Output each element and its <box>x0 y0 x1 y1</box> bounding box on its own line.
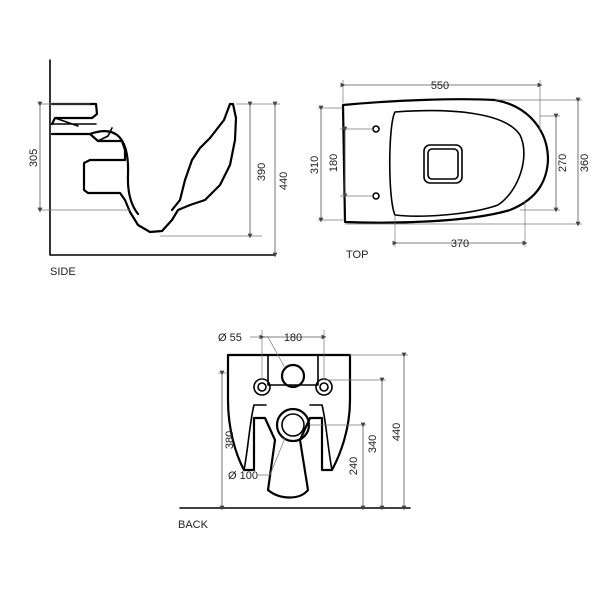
top-dim-370-label: 370 <box>451 238 469 250</box>
back-leader-100 <box>258 437 286 476</box>
side-trap-curve <box>88 130 140 216</box>
back-outlet-100-inner <box>281 413 305 437</box>
back-dim-180-label: 180 <box>284 332 302 344</box>
top-dim-360-label: 360 <box>579 154 591 172</box>
side-dim-305-label: 305 <box>28 149 40 167</box>
top-flush-button-inner <box>427 148 459 180</box>
back-dim-340-label: 340 <box>367 435 379 453</box>
top-dim-180-label: 180 <box>328 154 340 172</box>
top-dim-550-label: 550 <box>431 80 449 92</box>
side-dim-390-label: 390 <box>256 163 268 181</box>
side-dim-440-label: 440 <box>278 172 290 190</box>
back-inlet-55 <box>280 363 306 389</box>
back-fixing-hole-left-inner <box>257 382 267 392</box>
back-fixing-hole-right-inner <box>319 382 329 392</box>
back-view-label: BACK <box>178 519 209 531</box>
side-view-label: SIDE <box>50 266 76 278</box>
back-inner-left <box>243 404 267 471</box>
side-view: 305 390 440 SIDE <box>28 59 290 278</box>
top-flush-button <box>423 144 463 184</box>
side-seat-inner <box>51 117 113 142</box>
top-seat-hole-lower <box>372 192 380 200</box>
back-dim-440-label: 440 <box>391 423 403 441</box>
back-dim-380-label: 380 <box>224 431 236 449</box>
top-view: 550 310 180 270 360 370 TOP <box>309 80 591 261</box>
back-top-inlet-frame <box>267 354 319 386</box>
top-seat-hole-upper <box>372 125 380 133</box>
back-dim-240-label: 240 <box>348 457 360 475</box>
back-fixing-hole-right <box>315 378 333 396</box>
back-body-outline <box>226 353 352 499</box>
back-dim-100-label: Ø 100 <box>228 470 258 482</box>
top-dim-270-label: 270 <box>557 154 569 172</box>
top-bowl-inner <box>388 109 525 217</box>
back-dim-55-label: Ø 55 <box>218 332 242 344</box>
top-view-label: TOP <box>346 249 368 261</box>
top-bowl-outline <box>341 98 550 224</box>
back-inner-right <box>309 404 333 471</box>
back-view: Ø 55 180 380 Ø 100 240 340 440 BACK <box>178 330 411 531</box>
top-dim-310-label: 310 <box>309 156 321 174</box>
side-wall-line <box>49 59 276 256</box>
back-fixing-hole-left <box>253 378 271 396</box>
